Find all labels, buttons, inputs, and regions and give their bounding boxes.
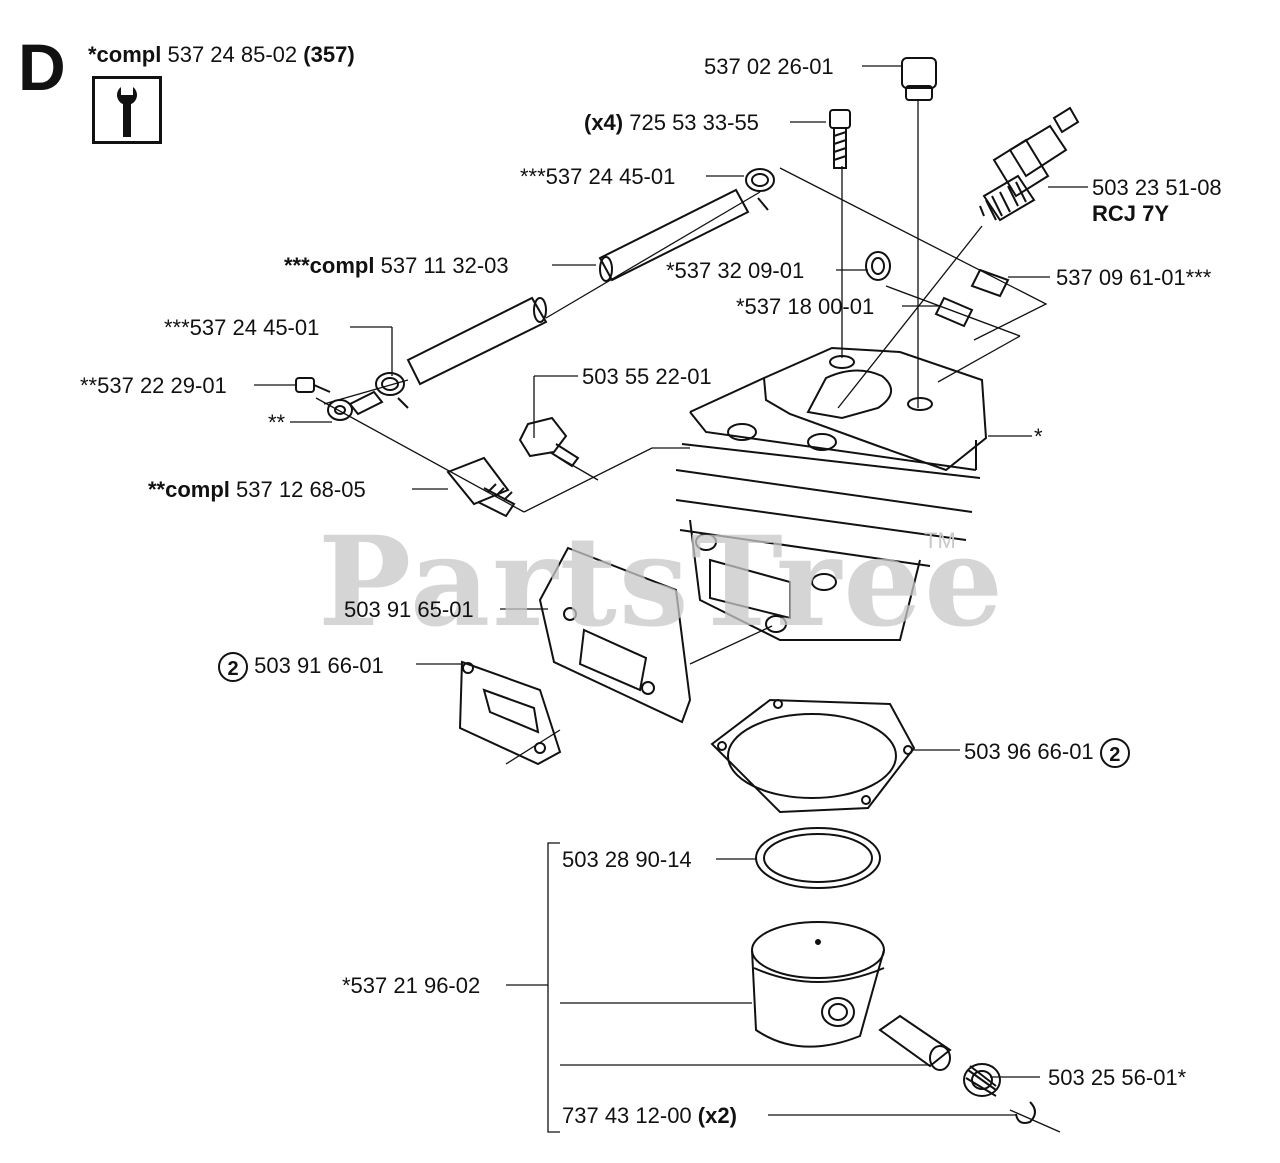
label-cap: 537 02 26-01 — [704, 54, 834, 79]
valve-part — [446, 456, 516, 518]
gasket-exhaust-circle: 2 — [218, 652, 248, 682]
label-clip: *537 32 09-01 — [666, 258, 805, 283]
label-clamp-left: ***537 24 45-01 — [164, 315, 320, 340]
screw-number: 725 53 33-55 — [629, 110, 759, 135]
label-circlip: 737 43 12-00 (x2) — [562, 1103, 737, 1129]
fitting-sub-part — [327, 390, 384, 421]
gasket-base-number: 503 96 66-01 — [964, 738, 1094, 764]
label-screw: (x4) 725 53 33-55 — [584, 110, 759, 136]
section-letter: D — [18, 30, 66, 104]
wrench-icon — [92, 76, 162, 144]
label-gasket-base: 503 96 66-01 2 — [964, 738, 1130, 768]
label-hose: ***compl 537 11 32-03 — [284, 253, 509, 279]
label-piston: *537 21 96-02 — [342, 973, 481, 998]
cap-part — [901, 57, 937, 101]
cylinder-part — [675, 346, 988, 641]
screw-qty: (x4) — [584, 110, 624, 135]
exhaust-gasket-part — [458, 660, 562, 766]
label-valve: **compl 537 12 68-05 — [148, 477, 366, 503]
bearing-part — [963, 1063, 1001, 1097]
label-sleeve-right: 537 09 61-01*** — [1056, 265, 1212, 290]
spark-plug-part — [979, 106, 1080, 222]
clip-part — [865, 251, 891, 281]
circlip-number: 737 43 12-00 — [562, 1103, 692, 1128]
watermark: PartsTree — [318, 510, 1006, 655]
watermark-tm: TM — [924, 528, 956, 553]
kit-number: 537 24 85-02 — [167, 42, 298, 67]
valve-prefix: **compl — [148, 477, 230, 502]
plug-part — [518, 416, 580, 468]
kit-ref: (357) — [303, 42, 355, 67]
screw-part — [829, 109, 851, 169]
label-plate: 503 91 65-01 — [344, 597, 474, 622]
kit-label: *compl 537 24 85-02 (357) — [88, 42, 355, 68]
label-spark-plug: 503 23 51-08 — [1092, 175, 1222, 200]
piston-pin-part — [878, 1014, 952, 1071]
hose-lower — [406, 296, 548, 386]
hose-clamp-left — [375, 372, 409, 409]
circlip-qty: (x2) — [697, 1103, 737, 1128]
circlip-part — [1015, 1101, 1036, 1124]
label-fitting-sub: ** — [268, 410, 286, 435]
label-bearing: 503 25 56-01* — [1048, 1065, 1187, 1090]
kit-prefix: *compl — [88, 42, 162, 67]
hose-prefix: ***compl — [284, 253, 375, 278]
label-spark-plug-type: RCJ 7Y — [1092, 201, 1170, 226]
label-piston-ring: 503 28 90-14 — [562, 847, 692, 872]
label-cylinder: * — [1034, 424, 1043, 449]
valve-number: 537 12 68-05 — [236, 477, 366, 502]
gasket-base-circle: 2 — [1099, 738, 1130, 768]
leader-lines — [254, 65, 1088, 1133]
label-plug: 503 55 22-01 — [582, 364, 712, 389]
hose-number: 537 11 32-03 — [380, 253, 509, 278]
base-gasket-part — [710, 698, 916, 814]
sleeve-right-part — [970, 268, 1010, 298]
label-gasket-exhaust: 2 503 91 66-01 — [218, 652, 384, 682]
piston-ring-part — [755, 827, 881, 889]
fitting-part — [295, 377, 331, 393]
label-sleeve: *537 18 00-01 — [736, 294, 875, 319]
piston-part — [751, 921, 885, 1048]
label-clamp-top: ***537 24 45-01 — [520, 164, 676, 189]
plate-part — [538, 546, 692, 724]
hose-clamp-top — [745, 168, 775, 211]
label-fitting: **537 22 29-01 — [80, 373, 227, 398]
gasket-exhaust-number: 503 91 66-01 — [254, 652, 384, 678]
sleeve-part — [934, 296, 974, 328]
hose-upper — [598, 188, 750, 282]
